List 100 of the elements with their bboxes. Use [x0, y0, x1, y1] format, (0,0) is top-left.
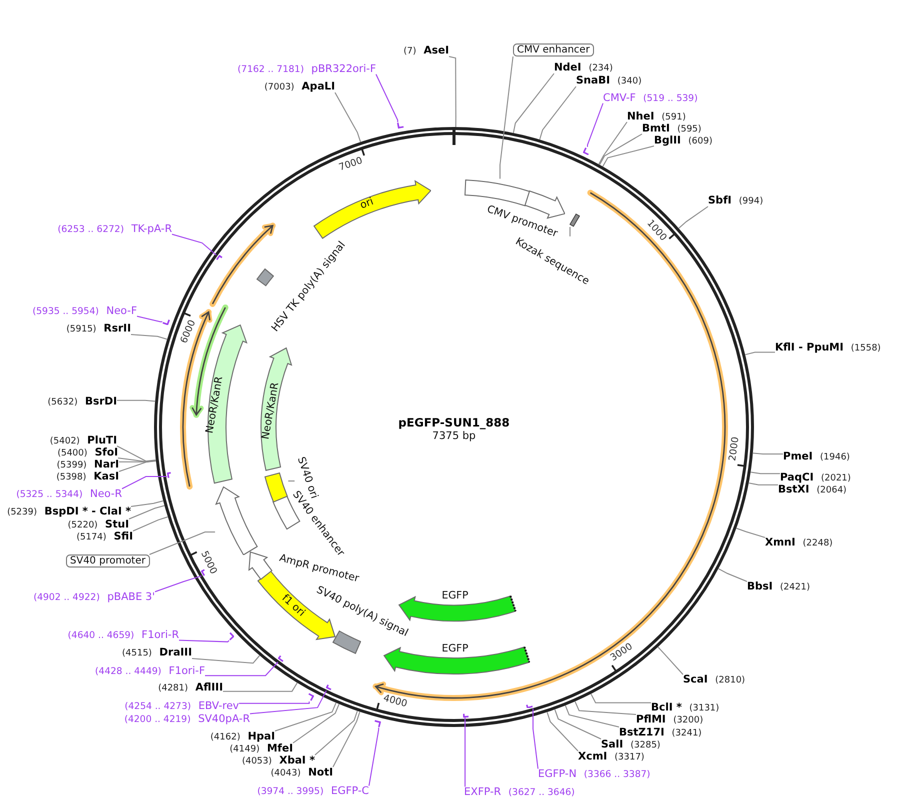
primer-label: (5325 .. 5344) Neo-R	[16, 488, 122, 500]
leader-line	[718, 568, 748, 582]
primer-label: (5935 .. 5954) Neo-F	[32, 306, 137, 316]
leader-line	[130, 500, 164, 507]
leader-line	[128, 505, 165, 520]
restriction-site-label: BclI * (3131)	[651, 702, 720, 714]
restriction-site-label: BstZ17I (3241)	[619, 727, 702, 738]
leader-line	[602, 146, 654, 167]
restriction-site-label: BglII (609)	[654, 135, 712, 146]
leader-line	[222, 682, 298, 692]
restriction-site-label: XcmI (3317)	[578, 751, 644, 762]
leader-line	[657, 646, 684, 675]
restriction-site-label: SnaBI (340)	[576, 76, 642, 86]
primer-site-mark	[583, 146, 590, 156]
primer-site-mark	[308, 693, 314, 702]
primer-site-mark	[326, 684, 332, 691]
leader-line	[178, 640, 230, 642]
leader-line	[118, 458, 156, 462]
plasmid-size: 7375 bp	[432, 431, 476, 443]
feature-label: NeoR/KanR	[260, 382, 282, 440]
primer-label: CMV-F (519 .. 539)	[603, 92, 698, 104]
leader-line	[292, 704, 340, 744]
feature-box	[464, 178, 530, 206]
restriction-site-label: PmeI (1946)	[783, 452, 850, 462]
primer-label: (6253 .. 6272) TK-pA-R	[58, 224, 172, 234]
leader-line	[678, 206, 708, 229]
primer-site-mark	[526, 704, 534, 708]
primer-label: (4640 .. 4659) F1ori-R	[68, 630, 179, 640]
primer-site-mark	[216, 255, 224, 260]
primer-site-mark	[463, 713, 470, 718]
leader-line	[448, 56, 456, 128]
primer-label: (4254 .. 4273) EBV-rev	[124, 700, 239, 712]
primer-site-mark	[278, 654, 284, 662]
primer-site-mark	[397, 122, 405, 129]
restriction-site-label: SbfI (994)	[708, 196, 764, 206]
restriction-site-label: (5399) NarI	[56, 459, 119, 470]
leader-line	[288, 480, 296, 482]
leader-line	[122, 476, 168, 490]
restriction-site-label: PflMI (3200)	[636, 714, 704, 726]
tick-label: 6000	[180, 318, 199, 345]
restriction-site-label: (5174) SfiI	[76, 531, 133, 542]
restriction-site-label: (7) AseI	[404, 46, 449, 56]
leader-line	[192, 655, 260, 664]
primer-label: (7162 .. 7181) pBR322ori-F	[238, 64, 376, 74]
restriction-site-label: (5402) PluTI	[50, 435, 117, 446]
primer-site-mark	[374, 720, 382, 728]
leader-line	[500, 56, 514, 180]
leader-line	[172, 234, 217, 256]
tick-label: 7000	[338, 156, 365, 174]
restriction-site-label: PaqCI (2021)	[780, 472, 851, 484]
feature-label: f1 ori	[279, 592, 307, 620]
leader-line	[332, 711, 360, 768]
feature-callout: CMV enhancer	[513, 44, 594, 56]
primer-label: (4428 .. 4449) F1ori-F	[95, 666, 205, 676]
leader-line	[752, 452, 784, 454]
feature-callout: SV40 promoter	[66, 554, 150, 568]
restriction-site-label: NdeI (234)	[554, 62, 613, 74]
tick-label: 2000	[728, 436, 742, 462]
restriction-site-label: XmnI (2248)	[765, 538, 833, 548]
restriction-site-label: (5632) BsrDI	[48, 396, 117, 408]
leader-line	[598, 122, 628, 165]
leader-line	[116, 446, 156, 462]
leader-line	[149, 532, 216, 555]
leader-line	[118, 460, 156, 462]
feature-label: NeoR/KanR	[204, 376, 226, 434]
feature-label: EGFP	[442, 643, 468, 655]
restriction-site-label: NheI (591)	[627, 111, 686, 122]
restriction-site-label: (4162) HpaI	[210, 731, 275, 742]
restriction-site-label: (5239) BspDI * - ClaI *	[7, 506, 131, 518]
leader-line	[599, 134, 642, 166]
restriction-site-label: (4281) AflIII	[158, 682, 223, 694]
restriction-site-label: SalI (3285)	[601, 739, 660, 750]
primer-label: EGFP-N (3366 .. 3387)	[538, 768, 650, 780]
primer-label: (4200 .. 4219) SV40pA-R	[124, 714, 250, 724]
leader-line	[132, 516, 168, 532]
leader-line	[574, 701, 636, 715]
restriction-site-label: (7003) ApaLI	[264, 82, 335, 92]
restriction-site-label: (5398) KasI	[56, 472, 119, 482]
restriction-site-label: BmtI (595)	[642, 123, 702, 134]
feature-label: EGFP	[442, 590, 468, 602]
leader-line	[744, 352, 776, 356]
restriction-site-label: (5220) StuI	[68, 519, 129, 530]
feature-box	[264, 472, 288, 503]
primer-site-mark	[162, 319, 170, 326]
restriction-site-label: (4053) XbaI *	[242, 755, 315, 766]
leader-line	[130, 334, 168, 340]
leader-line	[546, 712, 578, 752]
leader-line	[586, 102, 604, 148]
primer-label: (3974 .. 3995) EGFP-C	[257, 786, 369, 796]
restriction-site-label: KflI - PpuMI (1558)	[775, 342, 881, 354]
leader-line	[274, 702, 336, 732]
feature-label: ori	[358, 196, 376, 212]
restriction-site-label: BstXI (2064)	[778, 484, 847, 496]
leader-line	[250, 690, 327, 714]
plasmid-name: pEGFP-SUN1_888	[398, 416, 510, 430]
leader-line	[238, 701, 310, 704]
restriction-site-label: BbsI (2421)	[747, 582, 810, 592]
restriction-site-label: ScaI (2810)	[683, 674, 746, 686]
tick-label: 4000	[382, 694, 408, 710]
leader-line	[136, 316, 163, 322]
